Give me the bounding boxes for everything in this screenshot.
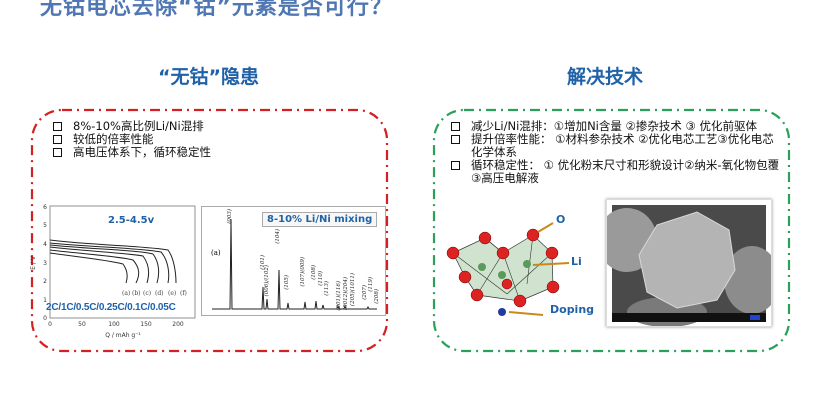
curve-label: (a)	[122, 290, 130, 297]
curve-label: (e)	[168, 290, 176, 297]
y-tick: 4	[43, 241, 47, 248]
sem-micrograph	[597, 199, 780, 327]
x-tick: 150	[140, 321, 152, 328]
x-tick: 0	[48, 321, 52, 328]
list-item: 减少Li/Ni混排：①增加Ni含量 ②掺杂技术 ③ 优化前驱体	[451, 120, 781, 133]
right-box-border	[432, 108, 791, 353]
curve-label: (f)	[180, 290, 187, 297]
y-tick: 3	[43, 260, 47, 267]
peak-label: (0012)(204)	[343, 277, 349, 311]
peak-label: (107)(009)	[300, 257, 306, 287]
oxygen-label: O	[556, 213, 566, 226]
discharge-curves: (a) (b) (c) (d) (e) (f) 0 1 2 3 4 5 6 0 …	[30, 204, 196, 339]
x-axis-label: Q / mAh g⁻¹	[105, 332, 141, 339]
peak-labels: (003)(101)(006)/(102)(104)(105)(107)(009…	[202, 207, 385, 315]
crystal-structure-diagram	[446, 222, 570, 316]
right-solution-list: 减少Li/Ni混排：①增加Ni含量 ②掺杂技术 ③ 优化前驱体 提升倍率性能： …	[451, 120, 781, 185]
y-tick: 5	[43, 222, 47, 229]
y-tick: 0	[43, 315, 47, 322]
slide-title: 无钴电芯去除“钴”元素是否可行？	[40, 0, 393, 20]
y-tick: 6	[43, 204, 47, 211]
rates-label: 2C/1C/0.5C/0.25C/0.1C/0.05C	[46, 302, 176, 313]
peak-label: (208)	[374, 289, 380, 304]
x-tick: 50	[78, 321, 86, 328]
doping-label: Doping	[550, 303, 595, 316]
peak-label: (006)/(102)	[264, 265, 270, 297]
list-item: 循环稳定性： ① 优化粉末尺寸和形貌设计②纳米-氧化物包覆③高压电解液	[451, 159, 781, 185]
list-item: 8%-10%高比例Li/Ni混排	[53, 120, 373, 133]
peak-label: (104)	[275, 229, 281, 244]
y-tick: 1	[43, 297, 47, 304]
discharge-chart: (a) (b) (c) (d) (e) (f) 0 1 2 3 4 5 6 0 …	[28, 203, 198, 343]
y-axis-label: E / V	[30, 255, 37, 270]
li-ni-mixing-label: 8-10% Li/Ni mixing	[262, 212, 378, 227]
left-heading: “无钴”隐患	[158, 66, 259, 88]
peak-label: (003)	[227, 209, 233, 224]
right-heading: 解决技术	[567, 66, 644, 88]
sem-particle-image	[597, 205, 780, 327]
voltage-range-label: 2.5-4.5v	[108, 215, 155, 226]
lithium-label: Li	[571, 255, 582, 268]
xrd-chart: (a) 8-10% Li/Ni mixing (003)(101)(006)/(…	[201, 206, 386, 316]
peak-label: (108)	[311, 265, 317, 280]
list-item: 较低的倍率性能	[53, 133, 373, 146]
peak-label: (105)	[284, 275, 290, 290]
list-item: 高电压体系下，循环稳定性	[53, 146, 373, 159]
peak-label: (205)(1011)	[350, 273, 356, 307]
y-tick: 2	[43, 278, 47, 285]
curve-label: (d)	[155, 290, 164, 297]
list-item: 提升倍率性能： ①材料参杂技术 ②优化电芯工艺③优化电芯化学体系	[451, 133, 781, 159]
curve-label: (b)	[132, 290, 141, 297]
left-issue-list: 8%-10%高比例Li/Ni混排 较低的倍率性能 高电压体系下，循环稳定性	[53, 120, 373, 159]
peak-label: (113)	[324, 281, 330, 296]
xrd-pattern: (a)	[211, 218, 377, 310]
x-tick: 100	[108, 321, 120, 328]
x-tick: 200	[172, 321, 184, 328]
peak-label: (201)(116)	[336, 281, 342, 311]
curve-label: (c)	[143, 290, 151, 297]
left-box-border	[30, 108, 389, 353]
panel-label: (a)	[211, 249, 221, 257]
